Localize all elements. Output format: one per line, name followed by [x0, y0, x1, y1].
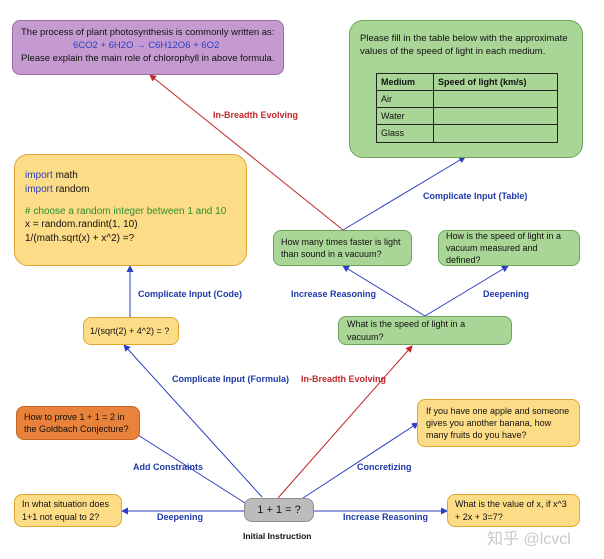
table-header-speed: Speed of light (km/s) — [433, 72, 558, 92]
arrow-in-breadth-top — [149, 74, 344, 231]
initial-instruction-text: 1 + 1 = ? — [257, 503, 301, 516]
label-in-breadth-top: In-Breadth Evolving — [213, 110, 299, 120]
situation-node: In what situation does 1+1 not equal to … — [14, 494, 122, 527]
measured-text: How is the speed of light in a vacuum me… — [446, 230, 562, 266]
label-concretizing: Concretizing — [357, 462, 412, 472]
table-cell-empty — [433, 107, 558, 126]
table-cell-air: Air — [376, 90, 434, 109]
situation-text: In what situation does 1+1 not equal to … — [22, 499, 110, 522]
label-increase-reasoning-bottom: Increase Reasoning — [343, 512, 429, 522]
label-add-constraints: Add Constraints — [133, 462, 204, 472]
code-text: random — [52, 183, 90, 195]
speed-of-light-table: Medium Speed of light (km/s) Air Water G… — [376, 72, 558, 143]
faster-node: How many times faster is light than soun… — [273, 230, 412, 266]
goldbach-node: How to prove 1 + 1 = 2 in the Goldbach C… — [16, 406, 140, 440]
table-prompt-text: Please fill in the table below with the … — [360, 33, 568, 57]
goldbach-text: How to prove 1 + 1 = 2 in the Goldbach C… — [24, 411, 129, 434]
code-line5: 1/(math.sqrt(x) + x^2) =? — [25, 233, 135, 245]
code-keyword: import — [25, 170, 53, 181]
arrow-concretizing — [299, 422, 419, 501]
table-cell-empty — [433, 90, 558, 109]
arrow-complicate-table — [342, 156, 466, 231]
table-cell-water: Water — [376, 107, 434, 126]
code-line1: import math — [25, 169, 236, 183]
photosynthesis-line3: Please explain the main role of chloroph… — [21, 52, 275, 64]
table-cell-glass: Glass — [376, 124, 434, 143]
formula-node: 1/(sqrt(2) + 4^2) = ? — [83, 317, 179, 345]
table-header-medium: Medium — [376, 72, 434, 92]
table-cell-empty — [433, 124, 558, 143]
measured-node: How is the speed of light in a vacuum me… — [438, 230, 580, 266]
arrow-deepening-top — [424, 265, 509, 317]
label-complicate-code: Complicate Input (Code) — [138, 289, 242, 299]
code-comment: # choose a random integer between 1 and … — [25, 205, 227, 217]
arrow-add-constraints — [129, 429, 246, 504]
label-in-breadth-mid: In-Breadth Evolving — [301, 374, 387, 384]
value-x-text: What is the value of x, if x^3 + 2x + 3=… — [455, 499, 567, 522]
label-complicate-formula: Complicate Input (Formula) — [172, 374, 289, 384]
photosynthesis-node: The process of plant photosynthesis is c… — [12, 20, 284, 75]
photosynthesis-formula: 6CO2 + 6H2O → C6H12O6 + 6O2 — [73, 39, 220, 51]
watermark: 知乎 @lcvcl — [487, 531, 571, 548]
value-x-node: What is the value of x, if x^3 + 2x + 3=… — [447, 494, 580, 527]
code-node: import math import random # choose a ran… — [14, 154, 247, 266]
label-complicate-table: Complicate Input (Table) — [423, 191, 528, 201]
arrow-complicate-formula — [123, 344, 263, 498]
speed-node: What is the speed of light in a vacuum? — [338, 316, 512, 345]
label-deepening-top: Deepening — [483, 289, 530, 299]
apple-node: If you have one apple and someone gives … — [417, 399, 580, 447]
initial-instruction-caption: Initial Instruction — [243, 531, 312, 541]
code-text: math — [52, 170, 78, 181]
label-deepening-bottom: Deepening — [157, 512, 204, 522]
arrow-increase-reasoning-top — [342, 265, 426, 317]
label-increase-reasoning-top: Increase Reasoning — [291, 289, 377, 299]
photosynthesis-line1: The process of plant photosynthesis is c… — [21, 27, 275, 38]
faster-text: How many times faster is light than soun… — [281, 236, 401, 259]
code-line2: import random — [25, 183, 236, 197]
code-line4: x = random.randint(1, 10) — [25, 219, 138, 231]
code-keyword: import — [25, 183, 53, 195]
initial-instruction-node: 1 + 1 = ? — [244, 498, 314, 522]
formula-text: 1/(sqrt(2) + 4^2) = ? — [90, 325, 170, 336]
arrow-in-breadth-mid — [277, 345, 413, 499]
speed-text: What is the speed of light in a vacuum? — [347, 319, 466, 342]
apple-text: If you have one apple and someone gives … — [426, 405, 570, 441]
table-prompt-node: Please fill in the table below with the … — [349, 20, 583, 158]
